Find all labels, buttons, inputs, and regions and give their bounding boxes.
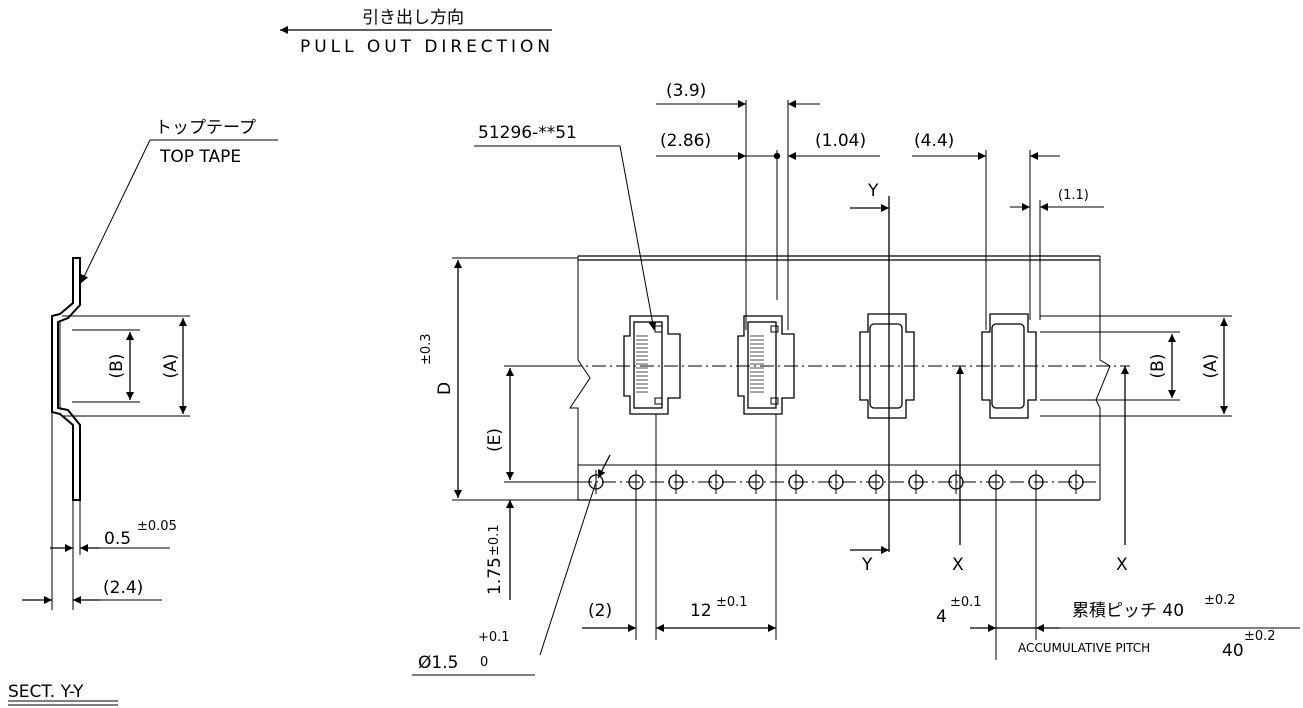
hole-pitch: 4 xyxy=(936,607,947,627)
connector-latch xyxy=(654,397,663,405)
tape-profile xyxy=(51,257,81,501)
dim-4-4: (4.4) xyxy=(914,131,954,151)
connector-latch xyxy=(654,325,663,333)
dim-origin-dot xyxy=(773,152,781,160)
hole-dia-tol-plus: +0.1 xyxy=(478,630,510,645)
dim-2-86: (2.86) xyxy=(660,131,711,151)
pocket-outline xyxy=(623,315,681,415)
pocket-outline xyxy=(737,315,795,415)
pitch-tol: ±0.1 xyxy=(716,595,748,610)
empty-pocket-4 xyxy=(981,313,1037,419)
depth-value: (2.4) xyxy=(103,578,143,598)
right-dim-b: (B) xyxy=(1148,354,1168,379)
section-dim-b: (B) xyxy=(107,354,127,379)
top-tape-label-en: TOP TAPE xyxy=(159,147,241,167)
accum-pitch-en-value: 40 xyxy=(1222,641,1244,661)
dim-2: (2) xyxy=(588,601,612,621)
dim-e: (E) xyxy=(485,428,505,452)
dim-1-75: 1.75 xyxy=(485,557,505,595)
dim-1-75-tol: ±0.1 xyxy=(487,524,502,556)
pitch: 12 xyxy=(690,601,712,621)
part-number: 51296-**51 xyxy=(478,123,577,143)
hole-dia-tol-minus: 0 xyxy=(480,655,488,670)
section-x-label-1: X xyxy=(952,555,964,575)
accum-pitch-jp-tol: ±0.2 xyxy=(1204,593,1236,608)
dim-d: D xyxy=(435,382,455,395)
pull-out-label-jp: 引き出し方向 xyxy=(362,8,464,28)
accum-pitch-en-tol: ±0.2 xyxy=(1244,629,1276,644)
pocket-with-connector-1 xyxy=(623,315,681,415)
connector-latch xyxy=(770,397,779,405)
hole-dia-leader xyxy=(539,481,597,656)
connector-body xyxy=(747,321,777,409)
top-tape-label-jp: トップテープ xyxy=(155,118,256,138)
empty-pocket-3 xyxy=(859,313,915,419)
accum-pitch-en: ACCUMULATIVE PITCH xyxy=(1018,641,1150,655)
section-y-y-view: トップテープ TOP TAPE (A) (B) 0.5 ±0.05 (2.4) … xyxy=(8,118,278,706)
pocket-outline xyxy=(859,313,915,419)
section-title: SECT. Y-Y xyxy=(8,682,84,702)
hole-pitch-tol: ±0.1 xyxy=(950,595,982,610)
sprocket-holes xyxy=(588,470,1084,494)
pocket-outline xyxy=(981,313,1037,419)
pocket-cavity xyxy=(869,323,903,409)
tape-break-left xyxy=(569,256,591,500)
hole-dia: Ø1.5 xyxy=(418,653,458,673)
dim-1-04: (1.04) xyxy=(815,131,866,151)
right-dim-a: (A) xyxy=(1201,354,1221,379)
dim-d-tol: ±0.3 xyxy=(419,333,434,365)
connector-body xyxy=(633,321,663,409)
section-x-label-2: X xyxy=(1116,555,1128,575)
tape-break-right xyxy=(1095,256,1111,500)
section-y-label-top: Y xyxy=(867,181,879,201)
thickness-tolerance: ±0.05 xyxy=(137,519,177,534)
section-dim-a: (A) xyxy=(161,354,181,379)
main-view: 51296-**51 (3.9) (2.86) (1.04) (4.4) (1.… xyxy=(412,81,1300,676)
pull-out-direction: 引き出し方向 PULL OUT DIRECTION xyxy=(280,8,552,57)
accum-pitch-jp: 累積ピッチ 40 xyxy=(1072,601,1184,621)
dim-1-1: (1.1) xyxy=(1058,188,1089,203)
thickness-value: 0.5 xyxy=(104,529,131,549)
hole-dia-arrow xyxy=(597,454,611,479)
section-y-label-bottom: Y xyxy=(861,555,873,575)
pull-out-label-en: PULL OUT DIRECTION xyxy=(300,37,550,57)
top-tape-leader xyxy=(80,139,151,284)
pocket-cavity xyxy=(991,323,1025,409)
part-number-leader xyxy=(619,145,657,331)
dim-3-9: (3.9) xyxy=(666,81,706,101)
connector-latch xyxy=(770,325,779,333)
pocket-with-connector-2 xyxy=(737,315,795,415)
